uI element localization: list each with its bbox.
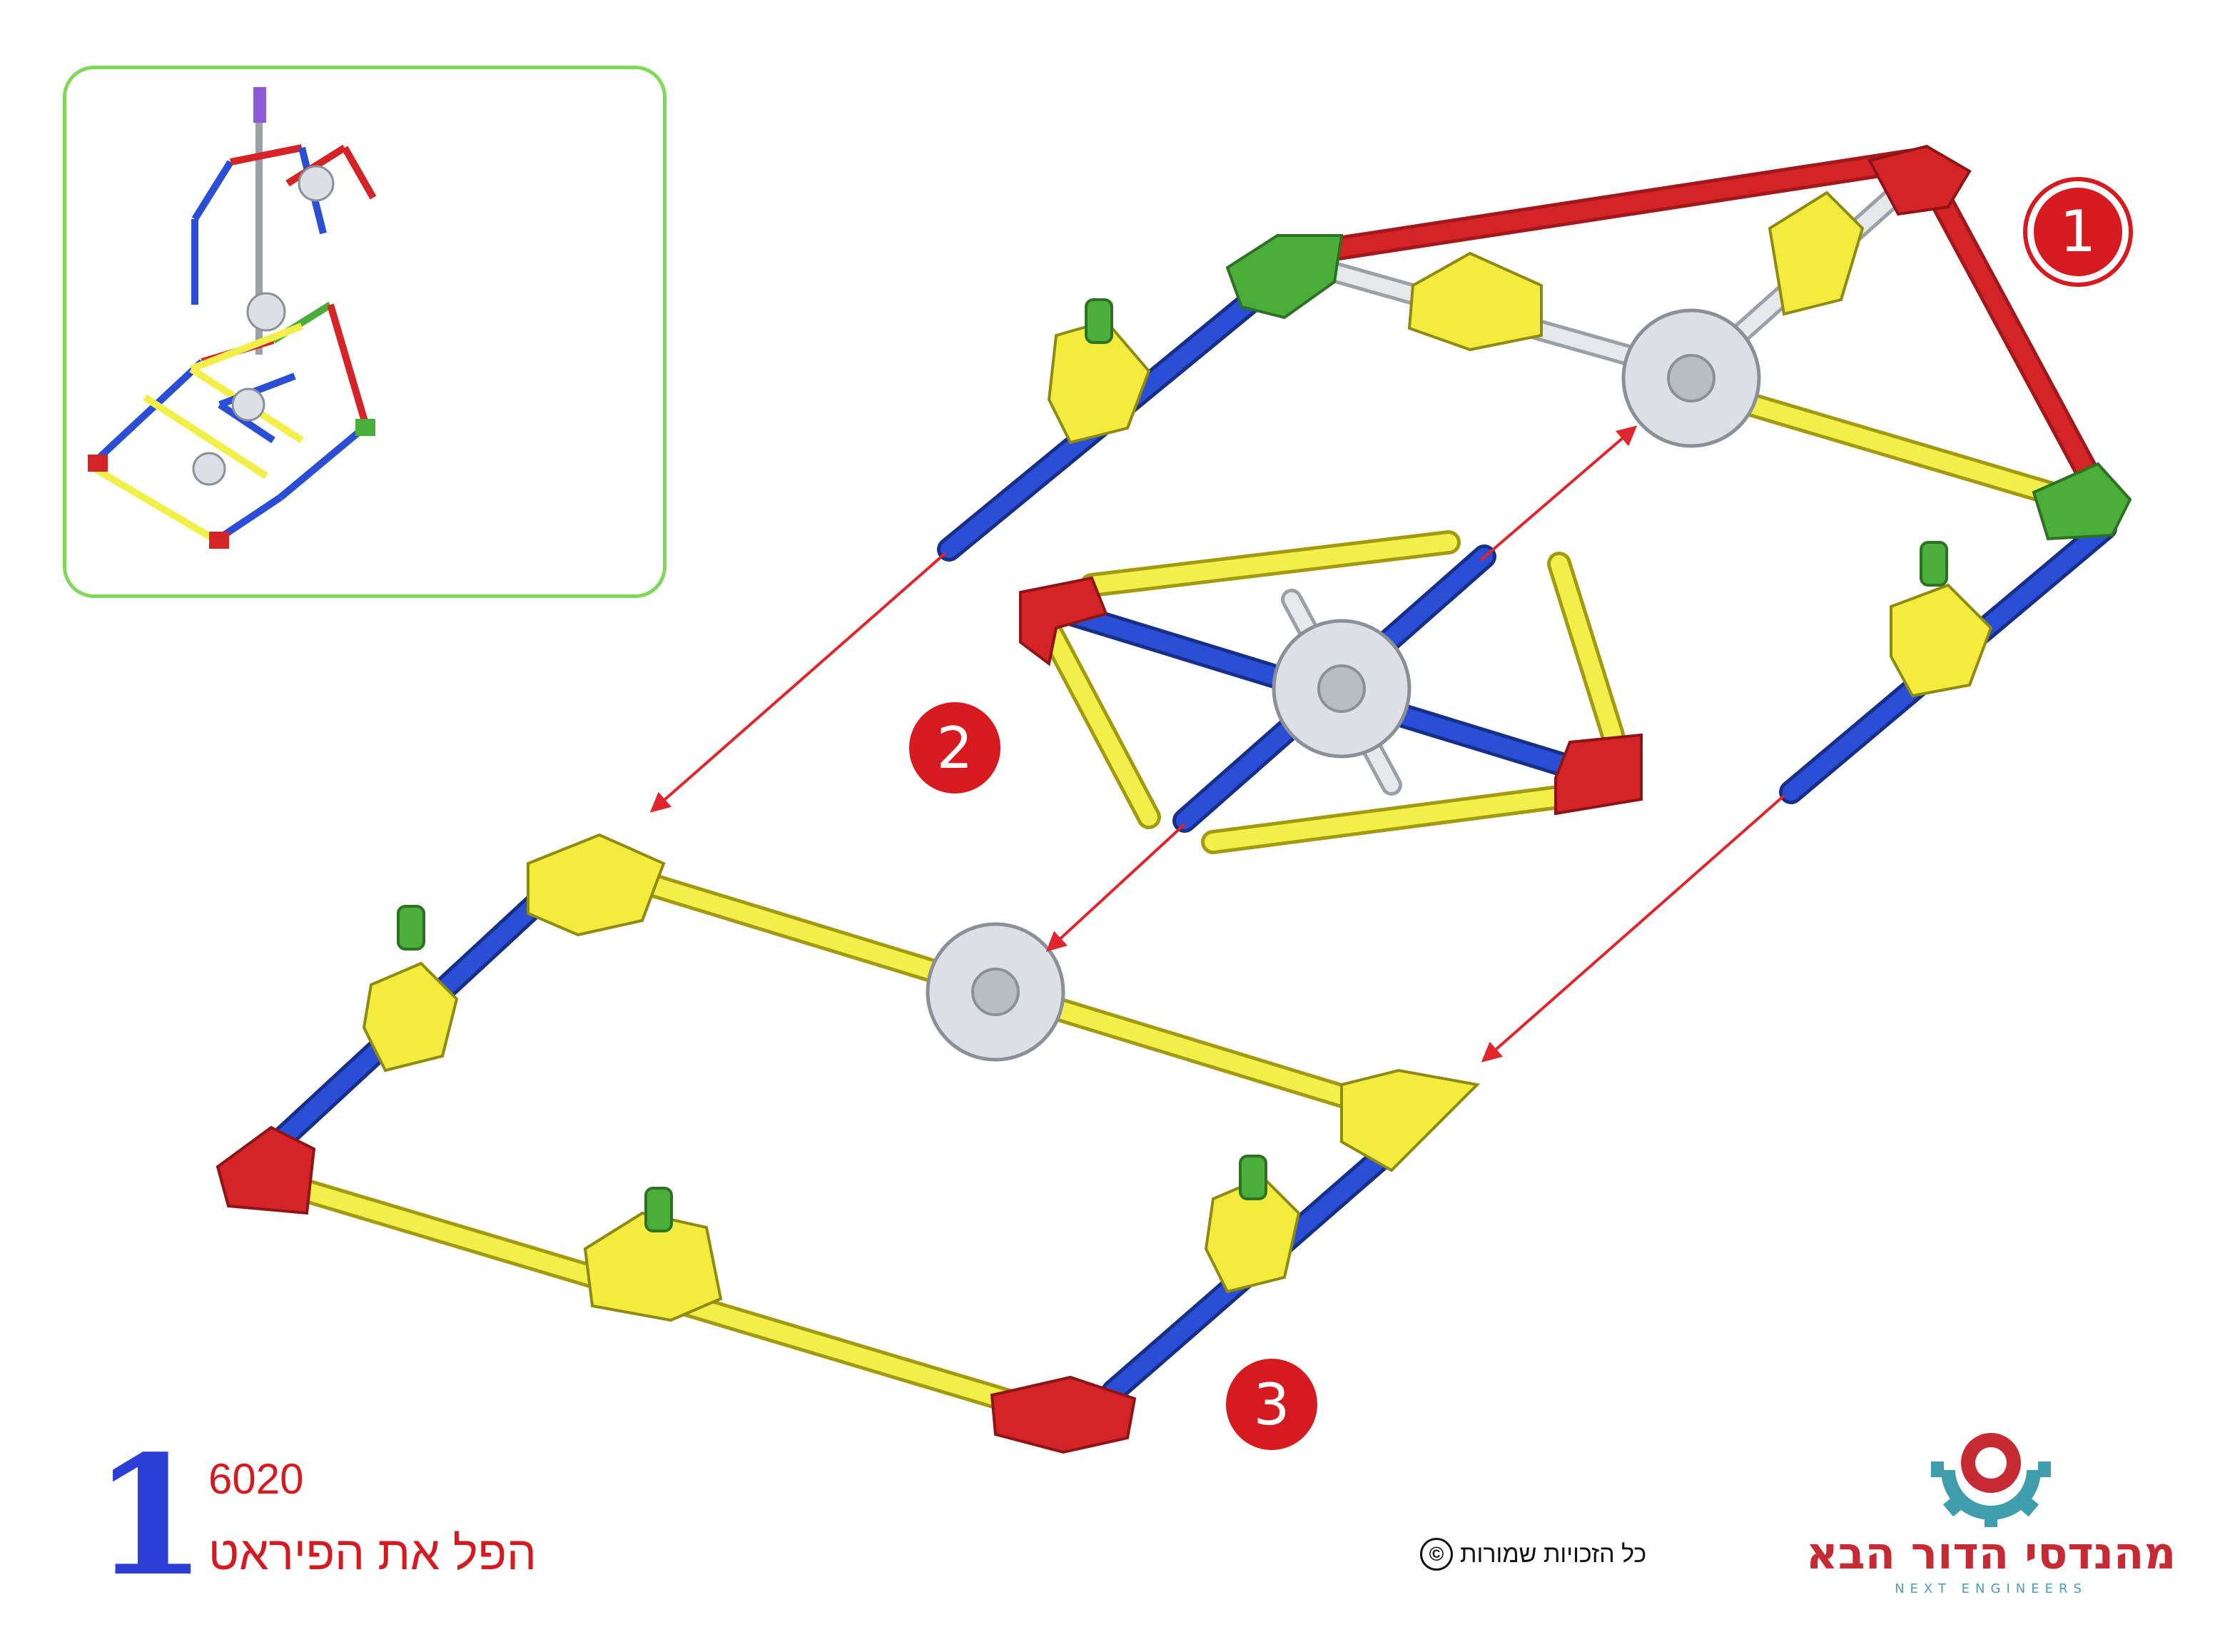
model-number: 6020 (208, 1455, 304, 1503)
yellow-connector (583, 1211, 723, 1322)
step-badge-1: 1 (2023, 177, 2133, 287)
yellow-connector (1890, 583, 1993, 698)
red-rod (1297, 152, 1921, 262)
yellow-rod (1044, 627, 1157, 826)
bottom-frame-assembly (216, 833, 1481, 1454)
middle-cross-assembly (1019, 530, 1643, 854)
red-connector (1867, 144, 1972, 216)
yellow-connector (1768, 191, 1865, 316)
green-peg (644, 1187, 673, 1232)
red-connector (1554, 733, 1643, 816)
green-peg (1085, 298, 1113, 344)
yellow-connector (527, 833, 666, 937)
arrow (1481, 794, 1785, 1063)
gear-logo-icon (1931, 1433, 2051, 1529)
top-frame-assembly (937, 144, 2132, 804)
arrow (1479, 425, 1638, 562)
green-connector (2032, 462, 2132, 541)
yellow-connector (1407, 251, 1543, 352)
step-label: 1 (2060, 198, 2097, 265)
white-hub-connector-center (1667, 354, 1715, 402)
finished-model-preview (63, 66, 667, 598)
white-hub-connector-center (971, 968, 1020, 1016)
white-hub-connector-center (1317, 664, 1366, 713)
yellow-rod (1205, 787, 1578, 851)
red-rod (1911, 152, 2103, 494)
red-connector (216, 1125, 316, 1215)
yellow-connector (362, 961, 459, 1073)
green-peg (397, 905, 425, 951)
yellow-rod (1731, 391, 2087, 512)
green-peg (1920, 541, 1948, 587)
logo-subtitle: NEXT ENGINEERS (1895, 1581, 2087, 1596)
logo-name: מהנדסי הדור הבא (1805, 1527, 2176, 1579)
red-connector (1019, 576, 1108, 667)
step-badge-3: 3 (1226, 1359, 1317, 1450)
yellow-connector (1340, 1068, 1481, 1172)
assembly-arrows (649, 425, 1785, 1063)
copyright-notice: כל הזכויות שמורות © (1420, 1538, 1646, 1571)
model-title: הפל את הפיראט (208, 1526, 537, 1579)
yellow-rod (1551, 555, 1621, 744)
yellow-rod (1083, 534, 1457, 594)
arrow (1045, 823, 1186, 952)
copyright-icon: © (1420, 1538, 1453, 1571)
next-engineers-logo: מהנדסי הדור הבא NEXT ENGINEERS (1805, 1420, 2176, 1606)
step-badge-2: 2 (909, 702, 1000, 794)
copyright-text: כל הזכויות שמורות (1460, 1540, 1647, 1568)
green-connector (1225, 234, 1344, 320)
arrow (649, 552, 947, 813)
red-connector (990, 1375, 1137, 1454)
preview-model-illustration (88, 87, 377, 549)
step-label: 3 (1254, 1372, 1290, 1438)
green-peg (1239, 1155, 1267, 1200)
page-number: 1 (93, 1420, 208, 1613)
step-label: 2 (937, 715, 973, 781)
